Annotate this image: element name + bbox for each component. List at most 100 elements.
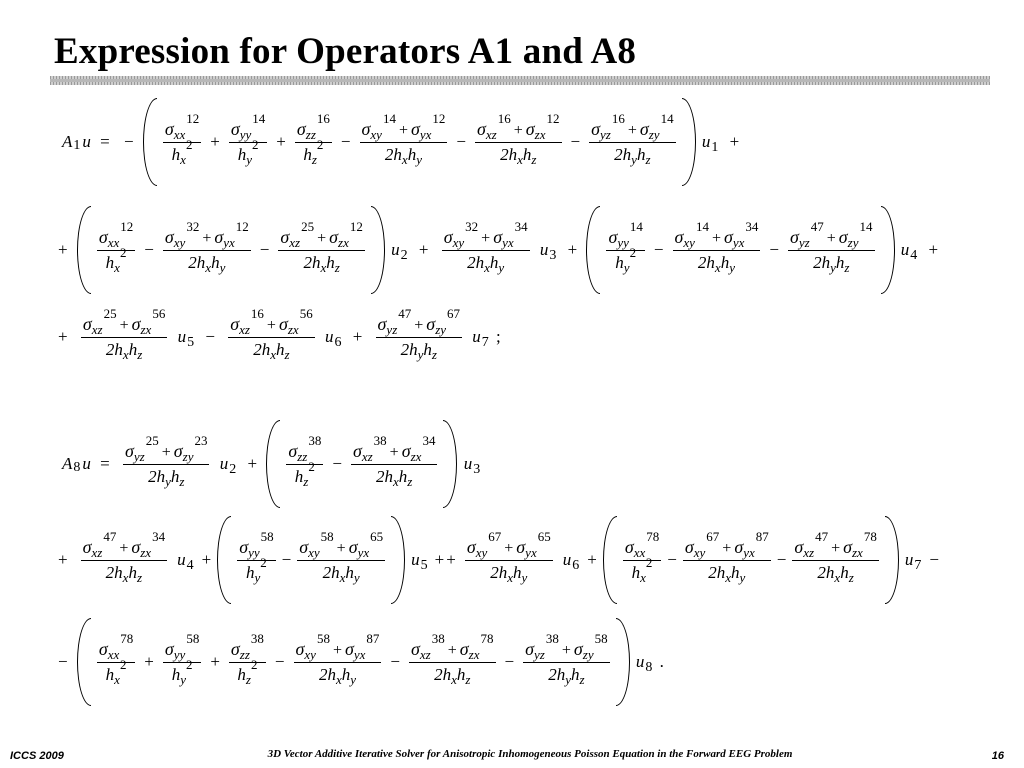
math-token: +: [266, 317, 276, 334]
math-token: 34: [514, 219, 528, 235]
math-token: σxy58+σyx87: [293, 631, 382, 664]
math-token: =: [100, 454, 110, 473]
math-token: y: [350, 672, 356, 688]
u-variable: u3: [539, 240, 557, 263]
math-token: 38: [250, 631, 264, 647]
math-token: +: [389, 444, 399, 462]
math-token: σ: [299, 537, 309, 558]
math-token: h: [276, 340, 285, 360]
math-token: 2hxhy: [383, 143, 424, 167]
slide-footer: ICCS 2009 3D Vector Additive Iterative S…: [0, 744, 1024, 768]
math-token: yy: [248, 545, 260, 561]
math-token: zx: [852, 545, 863, 561]
math-token: 47: [103, 529, 117, 545]
math-token: 2: [260, 555, 267, 571]
math-token: z: [531, 152, 537, 168]
math-token: 2h: [490, 563, 508, 583]
math-token: 2hxhy: [696, 251, 737, 276]
math-token: yx: [357, 545, 370, 561]
math-token: σzz16: [294, 111, 332, 144]
math-token: 25: [301, 219, 315, 235]
math-token: −: [259, 240, 270, 259]
math-token: σ: [230, 119, 240, 140]
math-token: σ: [674, 227, 684, 248]
math-token: h: [840, 563, 849, 583]
math-token: +: [434, 550, 445, 569]
math-token: σ: [639, 119, 649, 140]
fraction: σxz47+σzx78 2hxhz: [792, 529, 879, 585]
u-variable: u7: [905, 550, 922, 573]
math-token: 2: [629, 245, 637, 261]
math-token: yz: [534, 647, 545, 663]
math-token: u: [701, 132, 711, 151]
fraction: σyz25+σzy23 2hyhz: [122, 433, 210, 489]
math-token: zx: [534, 127, 546, 143]
math-token: yx: [502, 235, 514, 251]
math-token: 2h: [105, 340, 123, 360]
math-token: 47: [815, 529, 829, 545]
math-token: σyy14: [606, 219, 645, 252]
math-token: 2hxhy: [317, 663, 358, 688]
math-token: u: [900, 240, 910, 259]
math-token: [76, 618, 91, 706]
fraction: σxy32+σyx34 2hxhy: [441, 219, 530, 275]
math-token: 7: [914, 558, 922, 573]
math-token: 2hxhz: [374, 465, 414, 489]
footer-page-number: 16: [991, 750, 1004, 762]
math-token: [602, 516, 617, 604]
math-token: x: [714, 260, 721, 276]
math-token: σ: [591, 119, 600, 140]
math-token: 14: [252, 111, 266, 127]
math-token: hz2: [235, 657, 259, 687]
math-token: yz: [386, 322, 398, 337]
math-token: 2hxhz: [251, 338, 291, 363]
math-token: σyz47+σzy67: [375, 306, 463, 339]
math-token: 2hxhy: [706, 561, 747, 585]
math-token: xz: [91, 322, 103, 337]
math-token: z: [284, 347, 290, 363]
math-token: 2: [251, 137, 259, 153]
math-token: σ: [348, 537, 358, 558]
math-token: σxx12: [96, 219, 136, 252]
math-token: xx: [633, 545, 646, 561]
math-token: y: [623, 260, 630, 276]
math-token: yz: [133, 449, 145, 465]
math-token: 2: [316, 137, 324, 153]
plus-sign: +: [58, 240, 68, 259]
math-token: +: [161, 444, 171, 462]
math-token: σ: [525, 639, 534, 660]
math-token: σxy14+σyx12: [359, 111, 448, 144]
minus-sign: −: [456, 132, 466, 151]
math-token: hz2: [301, 137, 325, 167]
lhs-operator: A: [62, 454, 73, 473]
math-token: xy: [683, 235, 695, 251]
math-token: x: [180, 152, 186, 168]
fraction: σxz47+σzx34 2hxhz: [80, 529, 168, 585]
math-token: u: [472, 326, 481, 346]
math-token: x: [205, 260, 212, 276]
math-token: z: [465, 672, 471, 688]
math-token: σxy14+σyx34: [672, 219, 761, 252]
math-token: zz: [297, 449, 308, 465]
math-token: 2hxhz: [498, 143, 538, 168]
math-token: yx: [223, 235, 235, 251]
math-token: −: [504, 652, 515, 671]
math-token: +: [446, 550, 456, 569]
math-token: h: [489, 253, 499, 273]
math-token: 7: [481, 334, 489, 350]
u-variable: u3: [464, 454, 481, 477]
math-token: u: [177, 550, 186, 569]
fraction: σxy32+σyx12 2hxhy: [162, 219, 251, 276]
math-token: xz: [289, 235, 301, 251]
math-token: xy: [308, 545, 320, 561]
math-token: 14: [629, 219, 643, 235]
math-token: σxz16+σzx12: [475, 111, 562, 144]
math-token: 2: [645, 555, 653, 571]
math-token: +: [504, 540, 514, 558]
math-token: u: [539, 240, 549, 259]
math-token: 2: [308, 459, 315, 475]
math-token: [586, 206, 601, 294]
a1-line-3: + σxz25+σzx56 2hxhz u5 − σxz16+σzx56 2hx…: [58, 306, 506, 414]
math-token: −: [653, 240, 664, 259]
math-token: +: [398, 122, 408, 140]
